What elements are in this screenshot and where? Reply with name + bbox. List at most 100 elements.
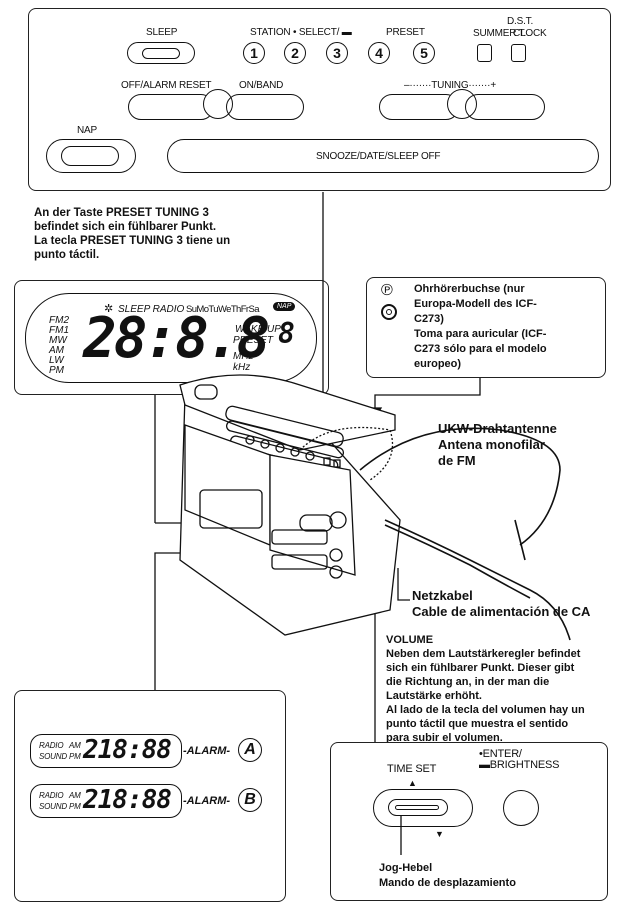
preset-indicator: PRESET bbox=[233, 335, 274, 346]
volume-title: VOLUME bbox=[386, 634, 434, 646]
volume-line: Neben dem Lautstärkeregler befindet bbox=[386, 648, 581, 660]
band-am: AM bbox=[49, 345, 64, 356]
headphone-note-line: Toma para auricular (ICF- bbox=[414, 328, 547, 340]
jog-leader-line bbox=[400, 815, 402, 855]
jog-note-line: Mando de desplazamiento bbox=[379, 877, 516, 889]
alarm-a-pm: PM bbox=[69, 752, 81, 761]
on-band-button bbox=[226, 94, 304, 120]
alarm-b-label: -ALARM- bbox=[183, 795, 231, 807]
snooze-button: SNOOZE/DATE/SLEEP OFF bbox=[167, 139, 599, 173]
preset-note-line: La tecla PRESET TUNING 3 tiene un bbox=[34, 235, 231, 247]
alarm-a-label: -ALARM- bbox=[183, 745, 231, 757]
nap-indicator: NAP bbox=[273, 302, 296, 311]
tuning-plus-button bbox=[465, 94, 545, 120]
tuning-label: –·······TUNING·······+ bbox=[404, 80, 496, 91]
volume-line: Lautstärke erhöht. bbox=[386, 690, 482, 702]
headphone-panel: ℗ Ohrhörerbuchse (nur Europa-Modell des … bbox=[366, 277, 606, 378]
main-time-digits: 28:8.8 bbox=[83, 306, 270, 371]
alarm-b-am: AM bbox=[69, 791, 81, 800]
preset-digit: 8 bbox=[278, 317, 295, 350]
nap-label: NAP bbox=[77, 125, 97, 136]
wake-up-indicator: WAKE UP bbox=[235, 324, 281, 335]
station-select-label: STATION • SELECT/ ▬ bbox=[250, 27, 352, 38]
headphone-note-line: C273 sólo para el modelo bbox=[414, 343, 547, 355]
headphone-note-line: Europa-Modell des ICF- bbox=[414, 298, 537, 310]
power-cord-label: Netzkabel Cable de alimentación de CA bbox=[412, 588, 590, 620]
nap-button bbox=[46, 139, 136, 173]
headphone-symbol-icon: ℗ bbox=[381, 282, 393, 299]
headphone-note: Ohrhörerbuchse (nur Europa-Modell des IC… bbox=[414, 282, 547, 372]
jog-note: Jog-Hebel Mando de desplazamiento bbox=[379, 861, 516, 891]
preset-note-line: punto táctil. bbox=[34, 249, 100, 261]
headphone-note-line: Ohrhörerbuchse (nur bbox=[414, 283, 525, 295]
antenna-label: UKW-Drahtantenne Antena monofilar de FM bbox=[438, 421, 557, 469]
headphone-note-line: europeo) bbox=[414, 358, 462, 370]
arrow-down-icon: ▼ bbox=[435, 829, 444, 839]
clock-label: CLOCK bbox=[513, 28, 547, 39]
alarm-panel: RADIO SOUND AM PM 218:88 -ALARM- A RADIO… bbox=[14, 690, 286, 902]
band-lw: LW bbox=[49, 355, 64, 366]
headphone-note-line: C273) bbox=[414, 313, 444, 325]
volume-line: punto táctil que muestra el sentido bbox=[386, 718, 569, 730]
preset-button-4: 4 bbox=[368, 42, 390, 64]
alarm-a-am: AM bbox=[69, 741, 81, 750]
snooze-label: SNOOZE/DATE/SLEEP OFF bbox=[316, 151, 441, 162]
alarm-a-radio: RADIO bbox=[39, 741, 64, 750]
jog-lever bbox=[373, 789, 473, 827]
day-indicator: SuMoTuWeThFrSa bbox=[186, 304, 260, 315]
preset-note: An der Taste PRESET TUNING 3 befindet si… bbox=[34, 206, 230, 262]
alarm-b-badge: B bbox=[238, 788, 262, 812]
alarm-b-display: RADIO SOUND AM PM 218:88 bbox=[30, 784, 182, 818]
khz-indicator: kHz bbox=[233, 362, 251, 373]
clock-button bbox=[511, 44, 526, 62]
summer-t-label: SUMMER T. bbox=[473, 28, 527, 39]
power-cord-line: Netzkabel bbox=[412, 588, 473, 603]
band-mw: MW bbox=[49, 335, 67, 346]
preset-button-1: 1 bbox=[243, 42, 265, 64]
preset-button-3: 3 bbox=[326, 42, 348, 64]
power-cord-line: Cable de alimentación de CA bbox=[412, 604, 591, 619]
headphone-jack-icon bbox=[381, 304, 397, 320]
sleep-radio-indicator: SLEEP RADIO bbox=[118, 304, 185, 315]
control-panel: SLEEP STATION • SELECT/ ▬ PRESET D.S.T. … bbox=[28, 8, 611, 191]
sleep-label: SLEEP bbox=[146, 27, 178, 38]
preset-note-line: An der Taste PRESET TUNING 3 bbox=[34, 207, 209, 219]
mhz-indicator: MHz bbox=[233, 351, 254, 362]
alarm-b-digits: 218:88 bbox=[83, 785, 172, 815]
band-list: FM2 FM1 MW AM LW PM bbox=[49, 316, 69, 376]
display-panel: FM2 FM1 MW AM LW PM ✲ SLEEP RADIO SuMoTu… bbox=[14, 280, 329, 395]
off-alarm-reset-label: OFF/ALARM RESET bbox=[121, 80, 212, 91]
time-set-label: TIME SET bbox=[387, 763, 437, 775]
antenna-line: de FM bbox=[438, 453, 476, 468]
antenna-line: Antena monofilar bbox=[438, 437, 545, 452]
volume-line: Al lado de la tecla del volumen hay un bbox=[386, 704, 585, 716]
lcd-outline bbox=[25, 293, 317, 383]
alarm-a-sound: SOUND bbox=[39, 752, 67, 761]
alarm-b-sound: SOUND bbox=[39, 802, 67, 811]
enter-label: •ENTER/ bbox=[479, 748, 522, 760]
on-band-label: ON/BAND bbox=[239, 80, 284, 91]
alarm-b-radio: RADIO bbox=[39, 791, 64, 800]
sun-icon: ✲ bbox=[104, 303, 114, 315]
preset-note-line: befindet sich ein fühlbarer Punkt. bbox=[34, 221, 217, 233]
volume-note: VOLUME Neben dem Lautstärkeregler befind… bbox=[386, 633, 585, 745]
alarm-b-pm: PM bbox=[69, 802, 81, 811]
band-pm: PM bbox=[49, 365, 64, 376]
volume-line: die Richtung an, in der man die bbox=[386, 676, 550, 688]
alarm-a-display: RADIO SOUND AM PM 218:88 bbox=[30, 734, 182, 768]
dst-label: D.S.T. bbox=[507, 16, 534, 27]
preset-label: PRESET bbox=[386, 27, 425, 38]
volume-line: para subir el volumen. bbox=[386, 732, 503, 744]
alarm-a-badge: A bbox=[238, 738, 262, 762]
band-fm2: FM2 bbox=[49, 315, 69, 326]
brightness-label: ▬BRIGHTNESS bbox=[479, 759, 560, 771]
jog-panel: TIME SET •ENTER/ ▬BRIGHTNESS ▲ ▼ Jog-Heb… bbox=[330, 742, 608, 901]
preset-button-5: 5 bbox=[413, 42, 435, 64]
sleep-button bbox=[127, 42, 195, 64]
band-fm1: FM1 bbox=[49, 325, 69, 336]
volume-line: sich ein fühlbarer Punkt. Dieser gibt bbox=[386, 662, 575, 674]
jog-note-line: Jog-Hebel bbox=[379, 862, 433, 874]
jog-lever-handle bbox=[388, 799, 448, 816]
